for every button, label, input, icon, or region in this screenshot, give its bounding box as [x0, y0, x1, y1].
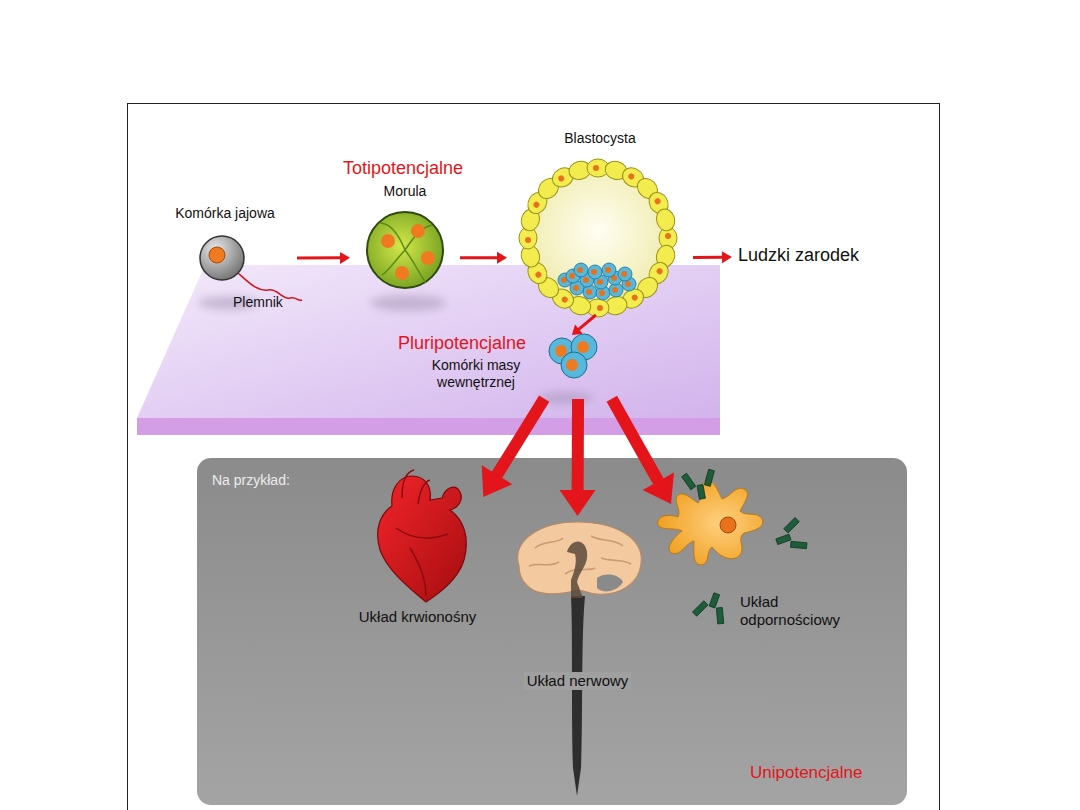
- system-label: Układ odpornościowy: [740, 593, 858, 629]
- flow-arrow: [482, 399, 544, 497]
- arrow-head: [572, 325, 583, 335]
- morula: Morula: [360, 183, 452, 293]
- arrow-head: [560, 490, 596, 516]
- blastocyst: Blastocysta: [515, 130, 687, 315]
- flow-arrow: [612, 399, 674, 504]
- arrow-shaft: [612, 399, 660, 484]
- arrow-head: [482, 465, 513, 497]
- cell-label: Komórki masy wewnętrznej: [412, 357, 540, 391]
- immune-system: Układ odpornościowy: [648, 465, 888, 650]
- stage-label: Ludzki zarodek: [738, 244, 888, 266]
- morula-drawing: [360, 183, 450, 293]
- arrow-head: [722, 251, 732, 263]
- nervous-system-drawing: [505, 518, 650, 798]
- stage-label: Komórka jajowa: [165, 205, 285, 222]
- arrow-head: [497, 252, 507, 264]
- arrow-shaft: [572, 399, 584, 493]
- flow-arrow: [572, 315, 596, 335]
- arrow-shaft: [496, 399, 545, 477]
- nervous-system: Układ nerwowy: [505, 518, 650, 798]
- system-label: Układ nerwowy: [524, 672, 632, 690]
- egg-cell: Komórka jajowa: [165, 205, 287, 283]
- arrow-shaft: [578, 315, 596, 330]
- flow-arrow: [693, 251, 732, 263]
- example-panel: Na przykład: Unipotencjalne Układ krwionoś…: [197, 458, 907, 805]
- panel-heading: Na przykład:: [212, 472, 412, 489]
- arrow-shaft: [693, 256, 723, 259]
- arrow-head: [643, 473, 674, 505]
- arrow-head: [340, 252, 350, 264]
- embryo-label: Ludzki zarodek: [738, 244, 890, 270]
- system-label: Układ krwionośny: [330, 608, 505, 626]
- potency-label: Totipotencjalne: [343, 157, 463, 179]
- flow-arrow: [560, 399, 596, 516]
- circulatory-system: Układ krwionośny: [330, 468, 507, 638]
- potency-label: Unipotencjalne: [750, 763, 900, 783]
- flow-arrow: [297, 252, 350, 264]
- part-label: Plemnik: [233, 294, 283, 311]
- stage-label: Blastocysta: [515, 130, 685, 147]
- flow-arrow: [460, 252, 507, 264]
- blastocyst-drawing: [515, 130, 685, 315]
- potency-label: Pluripotencjalne: [398, 332, 526, 354]
- arrow-shaft: [297, 256, 341, 259]
- arrow-shaft: [460, 256, 498, 259]
- stage-label: Morula: [360, 183, 450, 200]
